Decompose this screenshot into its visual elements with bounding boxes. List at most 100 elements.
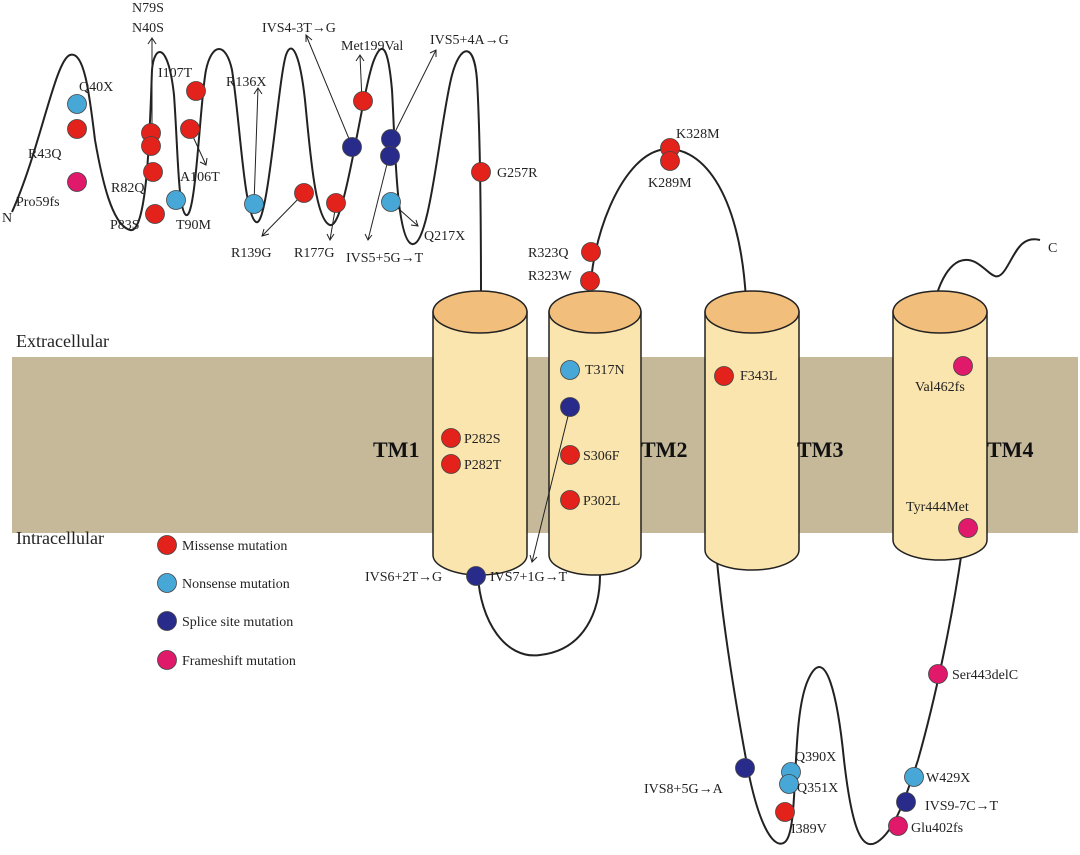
label-p282s: P282S xyxy=(464,432,501,447)
legend-label-frameshift: Frameshift mutation xyxy=(182,654,296,669)
label-n40s: N40S xyxy=(132,21,164,36)
tm2-label: TM2 xyxy=(641,437,687,462)
mutation-dot-k289m xyxy=(660,151,680,171)
mutation-dot-r323w xyxy=(580,271,600,291)
mutation-dot-r177g-1 xyxy=(294,183,314,203)
mutation-dot-i107t xyxy=(186,81,206,101)
mutation-dot-ivs9-7c-t xyxy=(896,792,916,812)
mutation-dot-glu402fs xyxy=(888,816,908,836)
label-ser443delc: Ser443delC xyxy=(952,668,1018,683)
label-r136x: R136X xyxy=(226,75,266,90)
label-ivs8-5g-a: IVS8+5G→A xyxy=(644,782,724,797)
legend-label-splice: Splice site mutation xyxy=(182,615,293,630)
label-s306f: S306F xyxy=(583,449,620,464)
mutation-dot-q40x xyxy=(67,94,87,114)
mutation-dot-q217x xyxy=(381,192,401,212)
label-t90m: T90M xyxy=(176,218,212,233)
mutation-dot-r82q-3 xyxy=(143,162,163,182)
mutation-dot-s306f xyxy=(560,445,580,465)
label-q217x: Q217X xyxy=(424,229,465,244)
legend-swatch-frameshift xyxy=(157,650,177,670)
label-t317n: T317N xyxy=(585,363,625,378)
intracellular-label: Intracellular xyxy=(16,528,104,548)
mutation-dot-ivs5-5g-t xyxy=(380,146,400,166)
mutation-dot-r43q xyxy=(67,119,87,139)
label-g257r: G257R xyxy=(497,166,538,181)
label-p302l: P302L xyxy=(583,494,620,509)
label-w429x: W429X xyxy=(926,771,970,786)
label-i107t: I107T xyxy=(158,66,193,81)
legend-label-nonsense: Nonsense mutation xyxy=(182,577,290,592)
legend-swatch-splice xyxy=(157,611,177,631)
tm1-label: TM1 xyxy=(373,437,419,462)
legend-label-missense: Missense mutation xyxy=(182,539,287,554)
loop-tm2-tm3 xyxy=(589,148,747,301)
label-r323q: R323Q xyxy=(528,246,568,261)
legend-swatch-missense xyxy=(157,535,177,555)
label-q351x: Q351X xyxy=(797,781,838,796)
label-k289m: K289M xyxy=(648,176,692,191)
tm3-label: TM3 xyxy=(797,437,843,462)
mutation-dot-q351x xyxy=(779,774,799,794)
label-i389v: I389V xyxy=(791,822,827,837)
extracellular-label: Extracellular xyxy=(16,331,109,351)
tm4-label: TM4 xyxy=(987,437,1033,462)
protein-chain-n-terminal xyxy=(11,47,482,301)
label-ivs6-2t-g: IVS6+2T→G xyxy=(365,570,442,585)
label-f343l: F343L xyxy=(740,369,777,384)
label-p282t: P282T xyxy=(464,458,502,473)
mutation-dot-g257r xyxy=(471,162,491,182)
legend-swatch-nonsense xyxy=(157,573,177,593)
label-r323w: R323W xyxy=(528,269,572,284)
label-r177g: R177G xyxy=(294,246,334,261)
label-glu402fs: Glu402fs xyxy=(911,821,963,836)
label-ivs4-3t-g: IVS4-3T→G xyxy=(262,21,336,36)
label-pro59fs: Pro59fs xyxy=(16,195,60,210)
mutation-dot-a106t xyxy=(180,119,200,139)
label-q40x: Q40X xyxy=(79,80,113,95)
label-ivs5-5g-t: IVS5+5G→T xyxy=(346,251,424,266)
mutation-dot-ivs5-4a-g xyxy=(381,129,401,149)
protein-chain-c-terminal xyxy=(934,238,1041,301)
mutation-dot-t90m xyxy=(166,190,186,210)
mutation-dot-w429x xyxy=(904,767,924,787)
mutation-dot-p282s xyxy=(441,428,461,448)
label-ivs7-1g-t: IVS7+1G→T xyxy=(490,570,568,585)
mutation-labels: Q40X R43Q Pro59fs N79S N40S I107T R82Q A… xyxy=(16,1,1018,837)
mutation-dot-ivs6-2t-g xyxy=(466,566,486,586)
mutation-dot-tyr444met xyxy=(958,518,978,538)
mutation-dot-ivs4-3t-g xyxy=(342,137,362,157)
mutation-dot-r82q-2 xyxy=(141,136,161,156)
label-r139g: R139G xyxy=(231,246,271,261)
loop-tm1-tm2 xyxy=(477,574,601,657)
label-q390x: Q390X xyxy=(795,750,836,765)
label-met199val: Met199Val xyxy=(341,39,403,54)
mutation-dot-r323q xyxy=(581,242,601,262)
label-r82q: R82Q xyxy=(111,181,144,196)
mutation-dot-p282t xyxy=(441,454,461,474)
tm3-cylinder xyxy=(704,290,800,571)
mutation-dot-ivs8-5g-a xyxy=(735,758,755,778)
mutation-dot-i389v xyxy=(775,802,795,822)
c-terminus-label: C xyxy=(1048,241,1057,256)
tm2-cylinder xyxy=(548,290,642,576)
mutation-dot-p83s xyxy=(145,204,165,224)
pointer-arrows xyxy=(147,33,571,563)
mutation-dot-r177g-2 xyxy=(326,193,346,213)
mutation-dot-val462fs xyxy=(953,356,973,376)
label-a106t: A106T xyxy=(180,170,220,185)
mutation-dot-splice-tm2 xyxy=(560,397,580,417)
label-p83s: P83S xyxy=(110,218,140,233)
mutation-dot-met199val xyxy=(353,91,373,111)
mutation-dot-p302l xyxy=(560,490,580,510)
tm1-cylinder xyxy=(432,290,528,576)
label-val462fs: Val462fs xyxy=(915,380,965,395)
n-terminus-label: N xyxy=(2,211,12,226)
legend: Missense mutation Nonsense mutation Spli… xyxy=(157,535,296,670)
mutation-dots xyxy=(67,81,978,836)
label-n79s: N79S xyxy=(132,1,164,16)
mutation-dot-f343l xyxy=(714,366,734,386)
label-ivs9-7c-t: IVS9-7C→T xyxy=(925,799,999,814)
